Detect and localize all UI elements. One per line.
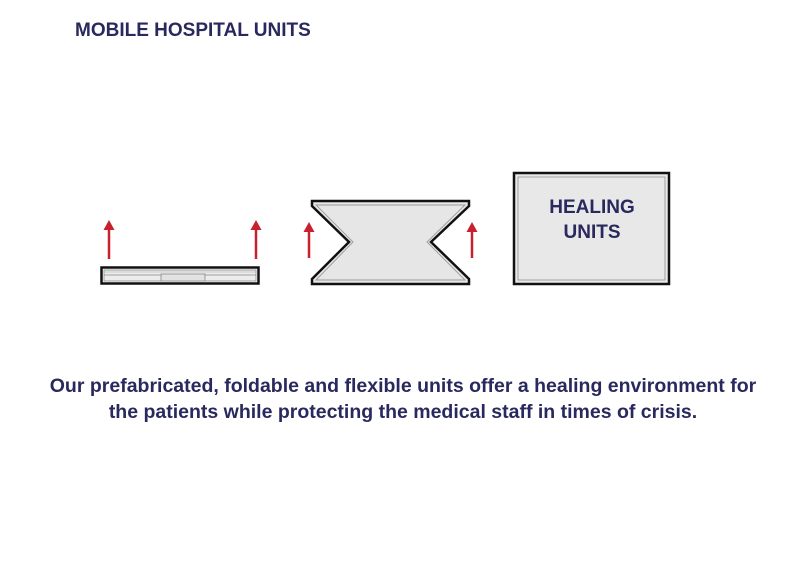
label-line-2: UNITS xyxy=(563,222,621,243)
label-line-1: HEALING xyxy=(549,197,635,218)
page-title: MOBILE HOSPITAL UNITS xyxy=(75,20,311,41)
folded-panel xyxy=(100,266,260,285)
unfolding-panel xyxy=(310,199,471,286)
healing-units-label: HEALING UNITS xyxy=(514,195,670,245)
caption-line-1: Our prefabricated, foldable and flexible… xyxy=(49,375,757,397)
arrow-up-icon xyxy=(103,220,115,259)
caption-line-2: the patients while protecting the medica… xyxy=(108,401,698,423)
arrow-up-icon xyxy=(250,220,262,259)
caption: Our prefabricated, foldable and flexible… xyxy=(0,373,806,425)
arrow-up-icon xyxy=(303,222,315,258)
deployed-unit xyxy=(512,171,671,286)
arrow-up-icon xyxy=(466,222,478,258)
